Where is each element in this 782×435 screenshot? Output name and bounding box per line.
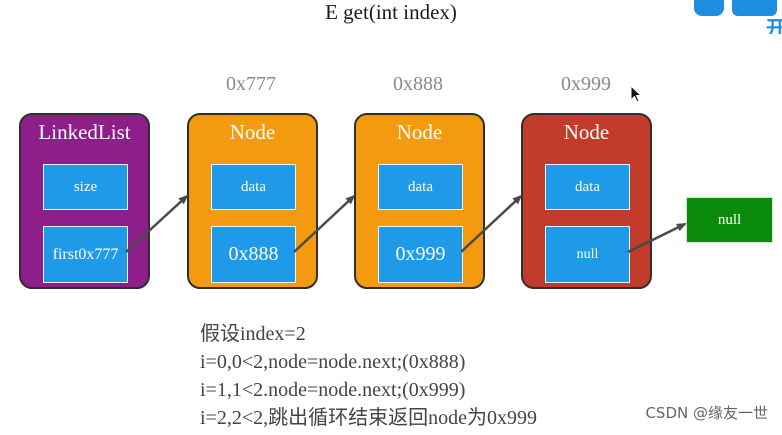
node-title-3: Node — [563, 120, 610, 144]
node-next-cell-1: 0x888 — [211, 226, 296, 283]
explanation-notes: 假设index=2 i=0,0<2,node=node.next;(0x888)… — [200, 320, 537, 432]
node-next-cell-3: null — [545, 226, 630, 283]
diagram-title: E get(int index) — [325, 0, 457, 24]
node-box-3: Node data null — [521, 113, 652, 289]
note-line-4: i=2,2<2,跳出循环结束返回node为0x999 — [200, 407, 537, 429]
watermark: CSDN @缘友一世 — [645, 404, 768, 422]
arrow-node3-to-null — [627, 222, 687, 254]
logo-shape-left — [694, 0, 724, 16]
node-box-2: Node data 0x999 — [354, 113, 485, 289]
address-label-2: 0x888 — [393, 73, 443, 95]
logo-shape-right — [732, 0, 777, 16]
mouse-cursor-icon — [630, 85, 643, 103]
arrow-linkedlist-to-node1 — [125, 194, 189, 253]
node-title-1: Node — [229, 120, 276, 144]
note-line-2: i=0,0<2,node=node.next;(0x888) — [200, 351, 466, 373]
linkedlist-size-cell: size — [43, 164, 128, 210]
logo: 开 — [692, 0, 782, 34]
node-data-cell-3: data — [545, 164, 630, 210]
null-box: null — [686, 197, 773, 243]
node-title-2: Node — [396, 120, 443, 144]
linkedlist-first-cell: first0x777 — [43, 226, 128, 283]
node-data-cell-2: data — [378, 164, 463, 210]
address-label-3: 0x999 — [561, 73, 611, 95]
arrow-node2-to-node3 — [460, 194, 523, 253]
node-next-cell-2: 0x999 — [378, 226, 463, 283]
logo-char: 开 — [766, 16, 782, 34]
linkedlist-title: LinkedList — [38, 120, 131, 144]
address-label-1: 0x777 — [226, 73, 276, 95]
note-line-1: 假设index=2 — [200, 323, 306, 345]
note-line-3: i=1,1<2.node=node.next;(0x999) — [200, 379, 466, 401]
linkedlist-box: LinkedList size first0x777 — [19, 113, 150, 289]
node-data-cell-1: data — [211, 164, 296, 210]
arrow-node1-to-node2 — [293, 194, 356, 253]
node-box-1: Node data 0x888 — [187, 113, 318, 289]
